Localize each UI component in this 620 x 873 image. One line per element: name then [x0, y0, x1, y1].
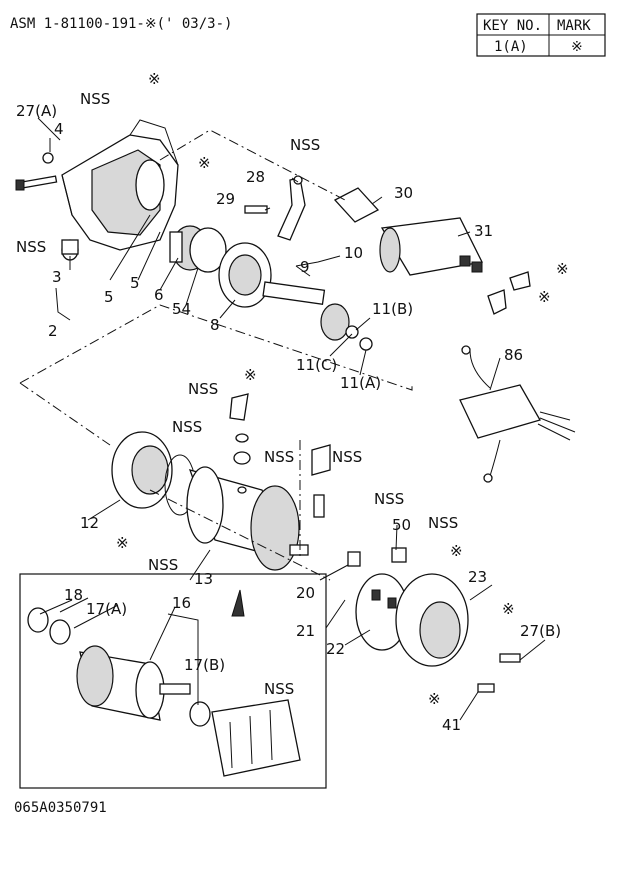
label-nss-4: NSS [188, 380, 218, 398]
bolt-27a-drawing [15, 175, 58, 191]
cap-2-drawing [487, 289, 507, 315]
label-star-3: ※ [556, 260, 569, 278]
label-13: 13 [194, 570, 213, 588]
drive-housing-drawing [61, 119, 179, 251]
washer-18-drawing [27, 607, 49, 633]
label-star-4: ※ [538, 288, 551, 306]
label-22: 22 [326, 640, 345, 658]
label-29: 29 [216, 190, 235, 208]
label-50: 50 [392, 516, 411, 534]
label-20: 20 [296, 584, 315, 602]
label-8: 8 [210, 316, 220, 334]
clutch-8-drawing [218, 242, 272, 308]
label-nss-3: NSS [290, 136, 320, 154]
clip-50-drawing [391, 547, 407, 563]
label-nss-6: NSS [264, 448, 294, 466]
mark-header: MARK [557, 18, 591, 34]
label-nss-7: NSS [332, 448, 362, 466]
label-86: 86 [504, 346, 523, 364]
end-frame-12-drawing [111, 431, 173, 509]
label-10: 10 [344, 244, 363, 262]
label-12: 12 [80, 514, 99, 532]
end-cover-23-drawing [395, 573, 469, 667]
label-17a: 17(A) [86, 600, 127, 618]
clip-20-drawing [347, 551, 361, 567]
pinion-gear-drawing [169, 225, 227, 273]
shaft-9-drawing [262, 281, 350, 341]
armature-16-drawing [76, 645, 191, 721]
label-nss-1: NSS [80, 90, 110, 108]
label-star-5: ※ [244, 366, 257, 384]
label-54: 54 [172, 300, 191, 318]
bolt-29-drawing [244, 205, 268, 214]
label-5-left: 5 [104, 288, 114, 306]
label-nss-8: NSS [148, 556, 178, 574]
label-star-7: ※ [450, 542, 463, 560]
bolt-41-drawing [477, 683, 495, 693]
solenoid-31-drawing [379, 217, 483, 276]
label-17b: 17(B) [184, 656, 225, 674]
direction-arrow [231, 589, 245, 617]
label-nss-5: NSS [172, 418, 202, 436]
gasket-30-drawing [333, 187, 380, 223]
label-11a: 11(A) [340, 374, 381, 392]
label-18: 18 [64, 586, 83, 604]
label-30: 30 [394, 184, 413, 202]
label-star-6: ※ [116, 534, 129, 552]
label-31: 31 [474, 222, 493, 240]
yoke-13-drawing [186, 466, 309, 571]
assembly-number: ASM 1-81100-191-※(' 03/3-) [10, 16, 232, 32]
label-11c: 11(C) [296, 356, 337, 374]
label-2: 2 [48, 322, 58, 340]
leader-lines [37, 117, 546, 721]
dashed-alignment-lines [19, 129, 413, 581]
bolt-27b-drawing [499, 653, 521, 663]
key-no-value: 1(A) [494, 39, 528, 55]
harness-86-drawing [459, 345, 576, 483]
label-nss-9: NSS [374, 490, 404, 508]
label-star-9: ※ [428, 690, 441, 708]
label-11b: 11(B) [372, 300, 413, 318]
key-no-header: KEY NO. [483, 18, 542, 34]
label-star-8: ※ [502, 600, 515, 618]
key-mark-table: KEY NO. MARK 1(A) ※ [476, 13, 606, 57]
label-16: 16 [172, 594, 191, 612]
label-5-right: 5 [130, 274, 140, 292]
cap-1-drawing [509, 271, 531, 291]
bushing-3-drawing [61, 239, 79, 261]
label-27a: 27(A) [16, 102, 57, 120]
bearing-17a-drawing [49, 619, 71, 645]
label-nss-10: NSS [428, 514, 458, 532]
washer-11b-drawing [345, 325, 359, 339]
label-nss-11: NSS [264, 680, 294, 698]
label-star-1: ※ [148, 70, 161, 88]
label-6: 6 [154, 286, 164, 304]
label-3: 3 [52, 268, 62, 286]
washer-4-drawing [42, 152, 54, 164]
label-27b: 27(B) [520, 622, 561, 640]
drawing-number: 065A0350791 [14, 800, 107, 816]
label-28: 28 [246, 168, 265, 186]
label-9: 9 [300, 258, 310, 276]
armature-group-frame [19, 573, 327, 789]
brush-parts-drawing [229, 393, 331, 518]
label-21: 21 [296, 622, 315, 640]
field-coil-drawing [211, 699, 301, 777]
mark-value: ※ [571, 39, 583, 55]
lever-28-drawing [277, 175, 306, 241]
label-4: 4 [54, 120, 64, 138]
label-41: 41 [442, 716, 461, 734]
label-23: 23 [468, 568, 487, 586]
label-nss-2: NSS [16, 238, 46, 256]
washer-11c-drawing [359, 337, 373, 351]
bearing-17b-drawing [189, 701, 211, 727]
label-star-2: ※ [198, 154, 211, 172]
